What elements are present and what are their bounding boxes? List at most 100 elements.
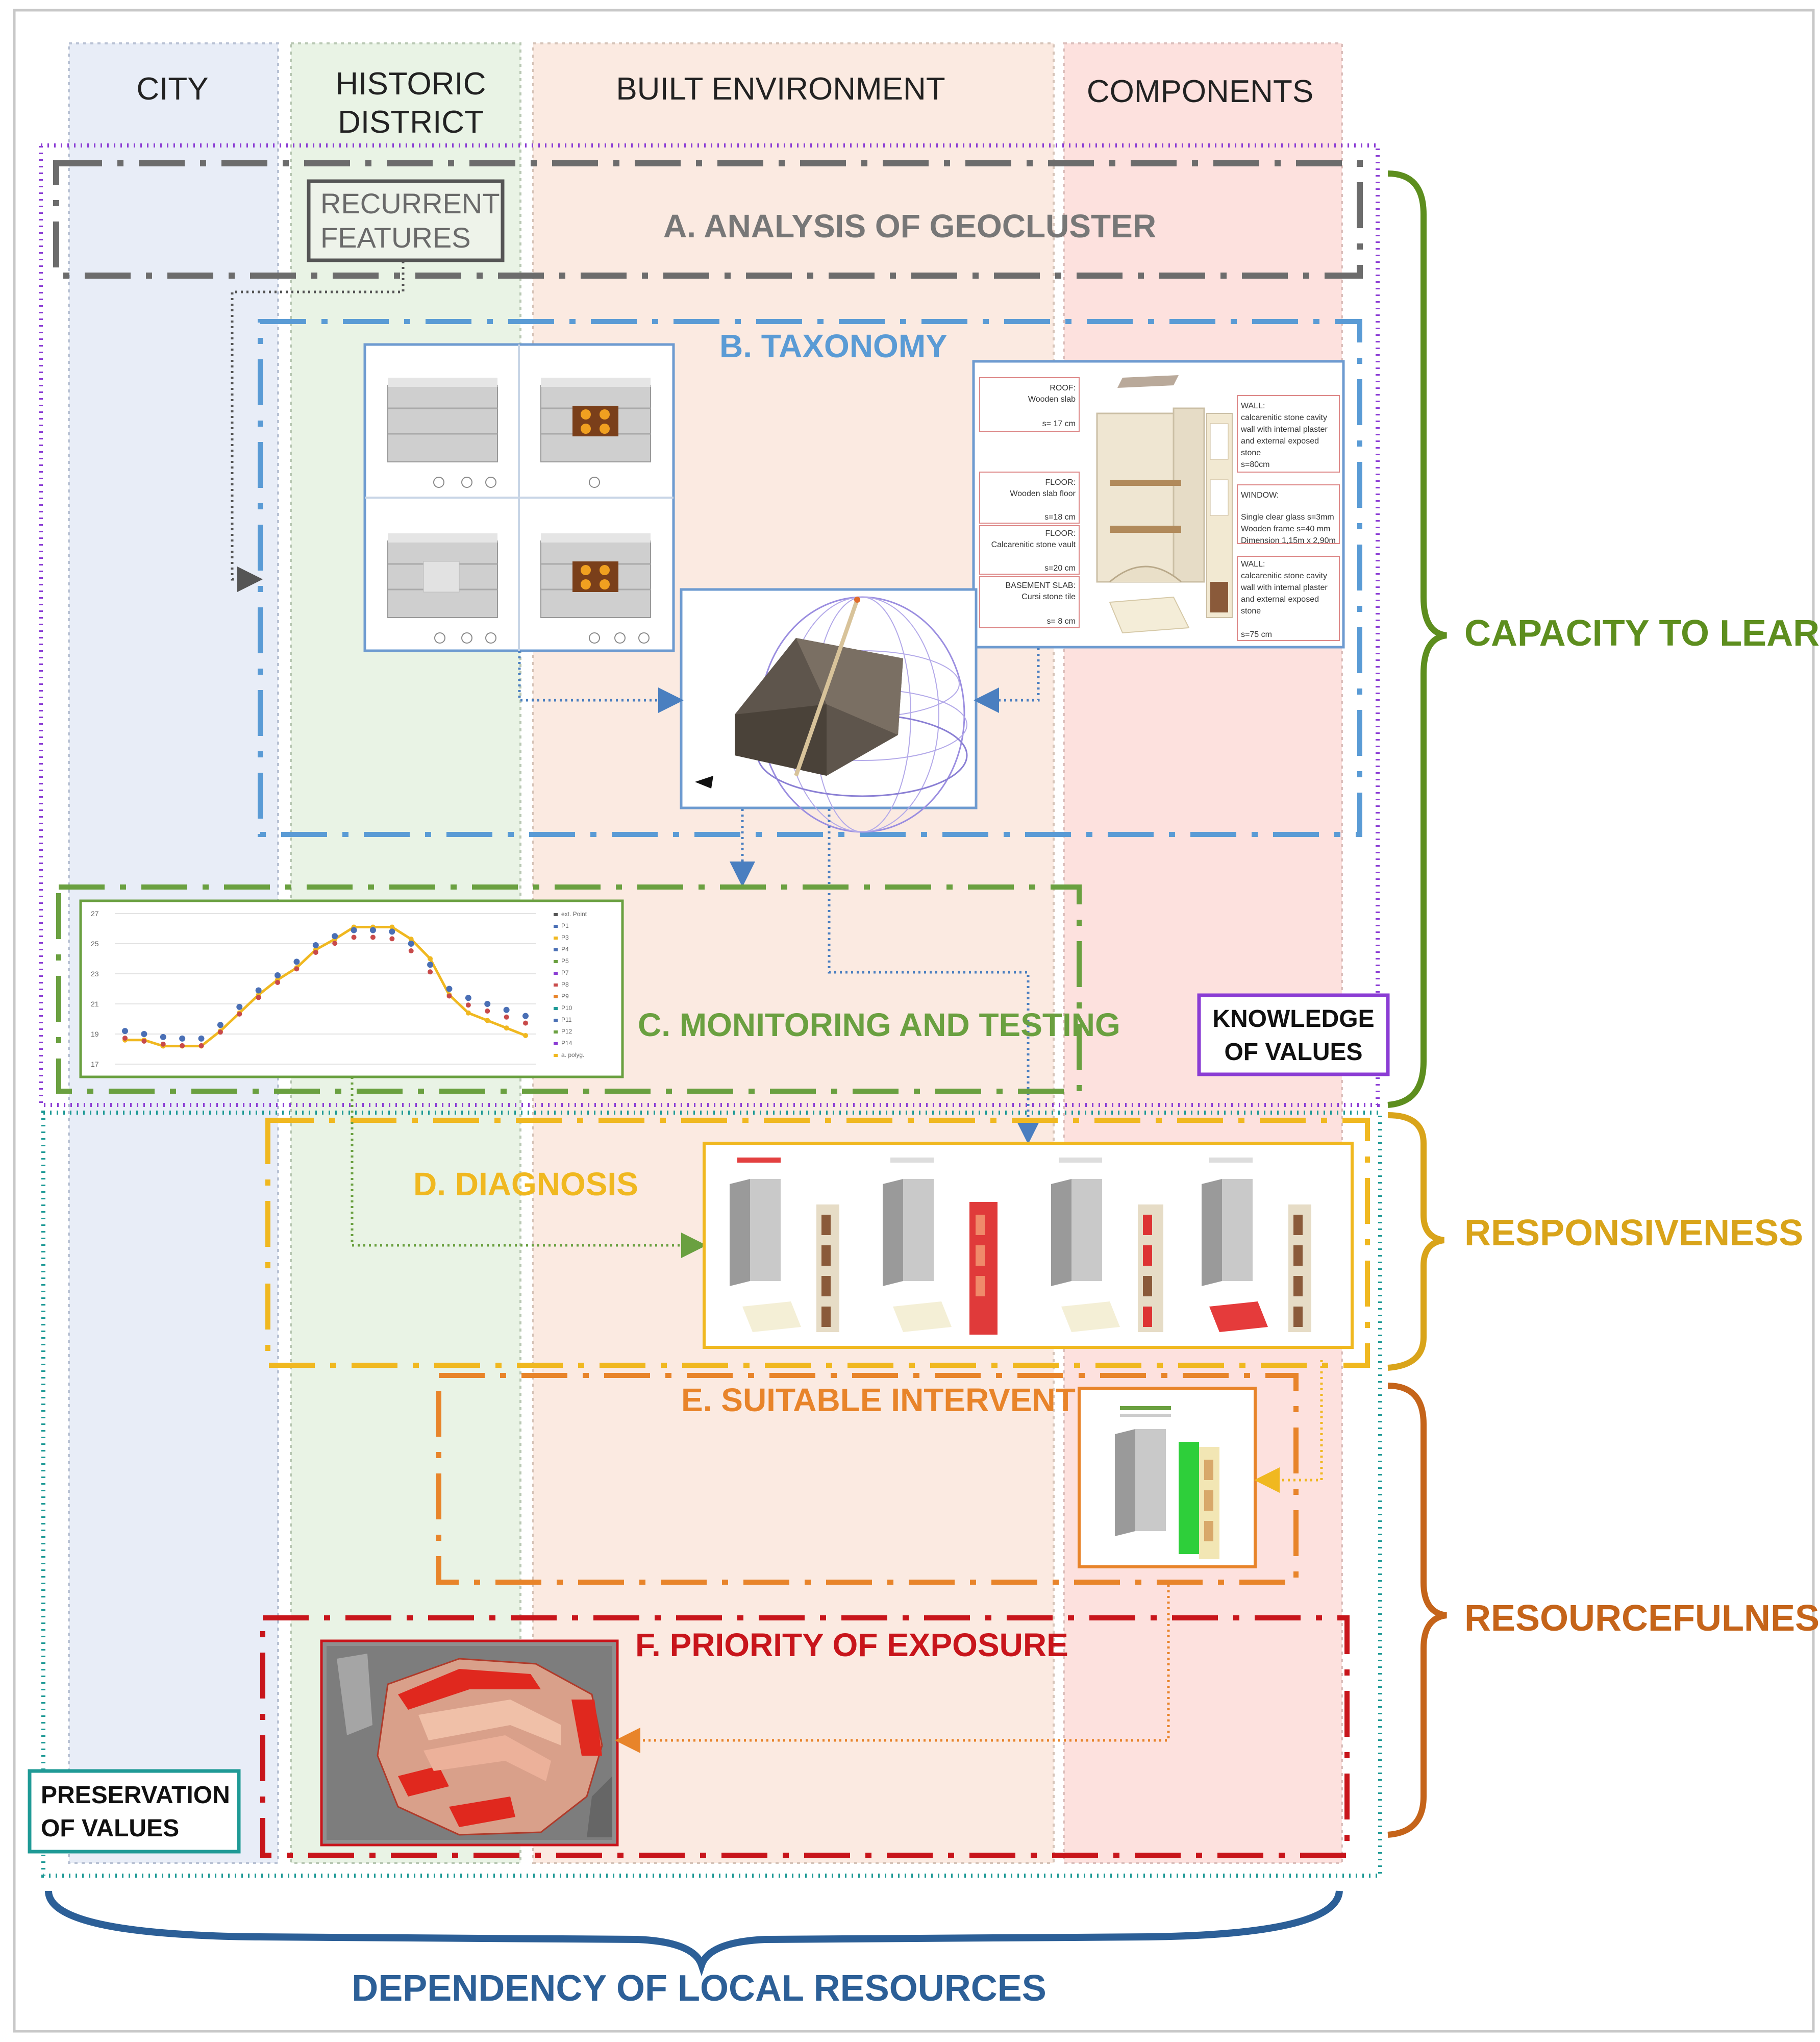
chart-legend-marker (554, 960, 558, 963)
wall-shape (1096, 412, 1175, 583)
chart-point (351, 927, 357, 933)
wall-line5: stone (1241, 449, 1261, 457)
chart-legend-label: P7 (561, 969, 569, 976)
chart-y-tick: 23 (91, 970, 99, 978)
diagnosis-set-4 (1202, 1158, 1311, 1332)
chart-point (408, 941, 414, 947)
components-detail-panel: ROOF: Wooden slab s= 17 cm FLOOR: Wooden… (972, 360, 1345, 649)
chart-point (198, 1043, 204, 1048)
step-e-label: E. SUITABLE INTERVENTIONS (681, 1382, 1155, 1418)
chart-point (275, 979, 281, 985)
label-capacity-to-learn: CAPACITY TO LEARN (1464, 613, 1820, 654)
recurrent-features-line2: FEATURES (320, 222, 471, 254)
chart-legend-marker (554, 1042, 558, 1045)
chart-point (217, 1022, 223, 1028)
label-resourcefulness: RESOURCEFULNESS (1464, 1598, 1820, 1639)
chart-legend-marker (554, 1054, 558, 1057)
chart-point (122, 1036, 128, 1041)
frame-c-monitoring (56, 884, 1082, 1094)
chart-legend-marker (554, 1030, 558, 1034)
chart-point (312, 942, 319, 948)
chart-point (523, 1020, 528, 1026)
chart-point (160, 1041, 166, 1047)
chart-legend-marker (554, 913, 558, 916)
chart-point (179, 1035, 186, 1042)
preservation-line2: OF VALUES (41, 1815, 179, 1842)
chart-legend-marker (554, 972, 558, 975)
chart-legend-label: P10 (561, 1004, 572, 1012)
basement-line1: BASEMENT SLAB: (1005, 581, 1076, 590)
chart-point (485, 1018, 490, 1023)
frame-b-taxonomy (258, 319, 1362, 837)
chart-legend-marker (554, 1007, 558, 1010)
chart-legend-label: P4 (561, 946, 569, 953)
chart-legend-label: a. polyg. (561, 1051, 584, 1059)
basement-line3: s= 8 cm (1047, 617, 1076, 626)
chart-point (427, 962, 434, 968)
chart-point (332, 941, 338, 946)
frame-d-diagnosis (265, 1118, 1370, 1368)
wall2-line2: calcarenitic stone cavity (1241, 572, 1327, 580)
chart-point (198, 1035, 205, 1042)
diagnosis-set-3 (1051, 1158, 1163, 1332)
chart-point (180, 1043, 185, 1048)
recurrent-features-line1: RECURRENT (320, 187, 500, 219)
knowledge-of-values-box (1197, 993, 1390, 1076)
step-b-label: B. TAXONOMY (719, 328, 948, 364)
chart-point (408, 937, 414, 942)
knowledge-frame (39, 143, 1380, 1107)
chart-point (465, 1010, 471, 1016)
chart-point (428, 969, 433, 975)
diagnosis-set-2 (883, 1158, 998, 1335)
chart-legend-marker (554, 925, 558, 928)
chart-point (293, 958, 300, 965)
chart-legend-label: P1 (561, 922, 569, 929)
basement-line2: Cursi stone tile (1021, 593, 1076, 601)
chart-legend-label: P9 (561, 993, 569, 1000)
wall2-line3: wall with internal plaster (1240, 583, 1328, 592)
interventions-panel (1078, 1387, 1257, 1568)
bracket-capacity (1387, 170, 1448, 1108)
block-2 (540, 378, 651, 488)
chart-point (141, 1039, 147, 1044)
chart-point (446, 986, 453, 992)
preservation-line1: PRESERVATION (41, 1782, 230, 1809)
chart-point (465, 995, 471, 1001)
chart-y-tick: 27 (91, 909, 99, 918)
block-1 (387, 378, 498, 488)
chart-legend-label: P5 (561, 957, 569, 965)
chart-legend-label: P12 (561, 1028, 572, 1035)
step-f-label: F. PRIORITY OF EXPOSURE (635, 1627, 1068, 1663)
recurrent-features-box (307, 179, 505, 262)
chart-point (332, 933, 338, 940)
sunpath-model-panel (680, 588, 978, 833)
roof-slab-shape (1117, 375, 1179, 388)
step-c-label: C. MONITORING AND TESTING (638, 1006, 1120, 1043)
chart-point (236, 1003, 243, 1010)
block-4 (540, 533, 651, 644)
roof-line1: ROOF: (1050, 384, 1076, 392)
diagnosis-panel (703, 1142, 1354, 1349)
chart-legend-marker (554, 937, 558, 940)
chart-point (522, 1013, 529, 1019)
chart-legend-marker (554, 995, 558, 998)
district-map (320, 1639, 619, 1847)
chart-point (370, 934, 376, 940)
wall-line2: calcarenitic stone cavity (1241, 413, 1327, 422)
window-line4: Dimension 1,15m x 2,90m (1241, 536, 1336, 545)
connector-chart-to-diagnosis (351, 1077, 707, 1258)
taxonomy-grid (363, 343, 675, 652)
floor2-line1: FLOOR: (1045, 529, 1076, 538)
bracket-responsiveness (1387, 1112, 1445, 1371)
frame-f-priority (260, 1615, 1350, 1858)
wall2-line4: and external exposed (1241, 595, 1319, 604)
connector-components-to-model (974, 648, 1040, 713)
chart-point (484, 1001, 491, 1007)
floor2-line2: Calcarenitic stone vault (991, 540, 1076, 549)
floor-line3: s=18 cm (1044, 513, 1076, 522)
block-3 (387, 533, 498, 644)
chart-point (389, 928, 395, 935)
chart-y-tick: 21 (91, 1000, 99, 1008)
